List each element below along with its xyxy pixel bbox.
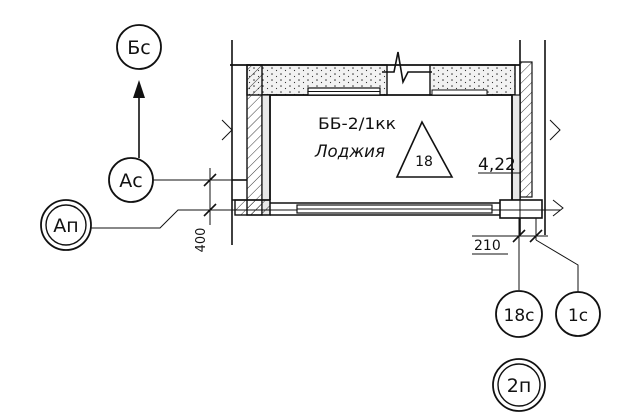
axis-leader-1c — [535, 239, 579, 292]
room-area: 4,22 — [478, 155, 516, 175]
balcony-glazing — [232, 202, 560, 216]
dimension-left: 400 — [194, 168, 217, 253]
axis-marker-bs: Бс — [116, 24, 162, 70]
dimension-bottom: 210 — [472, 218, 548, 255]
left-wall — [221, 40, 271, 245]
axis-label-as: Ас — [119, 170, 142, 192]
axis-leader-ap — [91, 209, 232, 229]
axis-marker-2p: 2п — [492, 358, 546, 412]
right-wall — [499, 40, 564, 235]
dimension-left-value: 400 — [194, 228, 209, 253]
axis-label-ap: Ап — [53, 215, 78, 237]
axis-label-2p: 2п — [507, 375, 532, 397]
dimension-bottom-value: 210 — [474, 238, 501, 254]
axis-arrow-up-icon — [133, 80, 145, 158]
room-number-triangle: 18 — [395, 120, 454, 178]
top-wall — [230, 51, 520, 96]
axis-label-1c: 1с — [568, 306, 588, 326]
axis-label-18c: 18с — [504, 306, 535, 326]
room-number: 18 — [415, 154, 433, 170]
room-name: Лоджия — [314, 142, 385, 162]
axis-marker-as: Ас — [108, 157, 154, 203]
room-code: ББ-2/1кк — [318, 114, 396, 133]
axis-label-bs: Бс — [127, 37, 150, 59]
axis-marker-1c: 1с — [555, 291, 601, 337]
axis-marker-18c: 18с — [495, 290, 543, 338]
axis-marker-ap: Ап — [40, 199, 92, 251]
